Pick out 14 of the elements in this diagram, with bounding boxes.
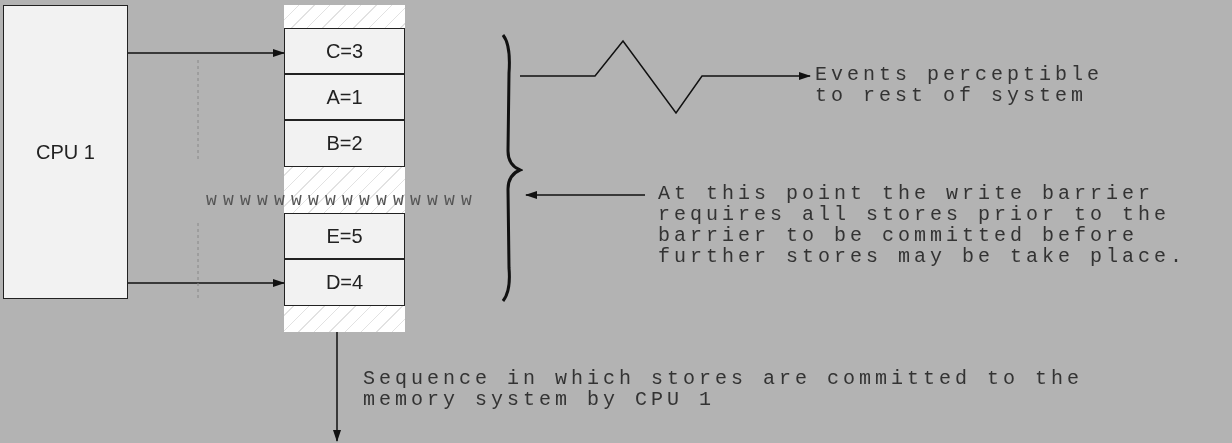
arrow bbox=[127, 279, 285, 287]
annotation-text: At this point the write barrier requires all stores prior to the barrier to be committed before further stores may be take place. bbox=[658, 183, 1218, 271]
arrow bbox=[525, 191, 646, 199]
annotation-text: Events perceptible to rest of system bbox=[815, 64, 1145, 108]
store-cell: E=5 bbox=[284, 213, 405, 259]
arrow bbox=[333, 331, 341, 442]
annotation-text: Sequence in which stores are committed to the memory system by CPU 1 bbox=[363, 368, 1085, 410]
cpu-box: CPU 1 bbox=[3, 5, 128, 299]
arrow bbox=[519, 39, 811, 115]
store-cell: C=3 bbox=[284, 28, 405, 74]
store-cell: D=4 bbox=[284, 259, 405, 306]
store-cell: B=2 bbox=[284, 120, 405, 167]
store-cell: A=1 bbox=[284, 74, 405, 120]
arrow bbox=[127, 49, 285, 57]
